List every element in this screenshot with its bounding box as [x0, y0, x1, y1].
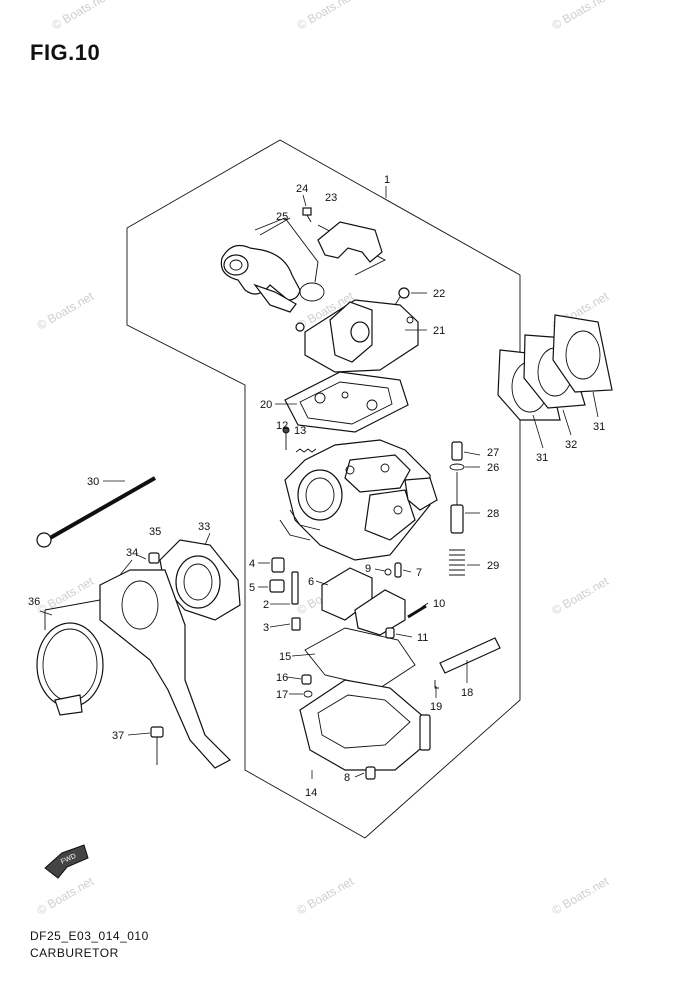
callout-22: 22: [433, 288, 445, 300]
callout-8: 8: [344, 772, 350, 784]
callout-15: 15: [279, 651, 291, 663]
callout-21: 21: [433, 325, 445, 337]
callout-3: 3: [263, 622, 269, 634]
float-half-part: [354, 589, 406, 636]
screw-24-part: [302, 207, 312, 223]
screw-12-part: [282, 426, 290, 450]
callout-25: 25: [276, 211, 288, 223]
watermark: © Boats.net: [35, 289, 97, 333]
drawing-code: DF25_E03_014_010: [30, 929, 149, 943]
callout-30: 30: [87, 476, 99, 488]
body-flange-edge: [279, 519, 311, 541]
callout-12: 12: [276, 420, 288, 432]
callout-20: 20: [260, 399, 272, 411]
figure-title: FIG.10: [30, 40, 101, 65]
fwd-arrow-icon: FWD: [44, 844, 89, 879]
screw-8-part: [365, 766, 376, 780]
carburetor-assembly-outline: [126, 139, 521, 839]
callout-11: 11: [417, 632, 428, 644]
callout-34: 34: [126, 547, 138, 559]
callout-35: 35: [149, 526, 161, 538]
callout-28: 28: [487, 508, 499, 520]
callout-labels: 1 2 3 4 5 6 7 8 9 10 11 12 13 14 15 16 1…: [28, 174, 605, 799]
callout-6: 6: [308, 576, 314, 588]
screw-22-part: [394, 287, 410, 306]
grommet-35-part: [148, 552, 160, 564]
clip-19-part: [434, 680, 439, 689]
callout-27: 27: [487, 447, 499, 459]
lever-bracket: [254, 217, 319, 283]
gasket-20-part: [284, 371, 409, 433]
needle-valve-group: [449, 441, 465, 576]
callout-31-a: 31: [536, 452, 548, 464]
watermark: © Boats.net: [35, 874, 97, 918]
callout-24: 24: [296, 183, 308, 195]
hose-18-part: [439, 637, 501, 674]
carburetor-body-part: [284, 439, 438, 561]
watermark: © Boats.net: [550, 874, 612, 918]
pin-10-part: [407, 604, 427, 619]
callout-9: 9: [365, 563, 371, 575]
callout-18: 18: [461, 687, 473, 699]
upper-housing-part: [295, 299, 419, 373]
callout-10: 10: [433, 598, 445, 610]
callout-31-b: 31: [593, 421, 605, 433]
callout-13: 13: [294, 425, 306, 437]
callout-2: 2: [263, 599, 269, 611]
watermark: © Boats.net: [295, 874, 357, 918]
callout-29: 29: [487, 560, 499, 572]
drawing-name: CARBURETOR: [30, 946, 119, 960]
watermark: © Boats.net: [550, 0, 612, 33]
callout-7: 7: [416, 567, 422, 579]
watermark: © Boats.net: [550, 574, 612, 618]
cap-part: [317, 221, 383, 263]
callout-17: 17: [276, 689, 288, 701]
flange-gaskets-part: [497, 314, 613, 421]
silencer-bracket-34-part: [44, 569, 231, 769]
callout-1: 1: [384, 174, 390, 186]
watermark: © Boats.net: [295, 0, 357, 33]
watermark: © Boats.net: [35, 574, 97, 618]
callout-14: 14: [305, 787, 317, 799]
intake-flange-33-part: [159, 539, 241, 621]
screw-11-part: [385, 627, 395, 639]
callout-4: 4: [249, 558, 255, 570]
callout-37: 37: [112, 730, 124, 742]
bowl-gasket-15-part: [304, 627, 416, 689]
clamp-ring-36-part: [36, 622, 104, 716]
callout-32: 32: [565, 439, 577, 451]
callout-16: 16: [276, 672, 288, 684]
bolt-37-part: [150, 726, 164, 765]
callout-23: 23: [325, 192, 337, 204]
needle-9-7-part: [384, 562, 402, 578]
jet-group: [269, 557, 301, 631]
callout-36: 36: [28, 596, 40, 608]
callout-26: 26: [487, 462, 499, 474]
callout-5: 5: [249, 582, 255, 594]
drain-screw-16-17-part: [301, 674, 313, 698]
callout-19: 19: [430, 701, 442, 713]
watermark: © Boats.net: [50, 0, 112, 33]
throttle-lever-part: [220, 245, 325, 313]
float-bowl-14-part: [299, 679, 431, 771]
callout-33: 33: [198, 521, 210, 533]
bolt-30-part: [36, 476, 156, 548]
spring-13-part: [295, 448, 317, 453]
leader-lines: [39, 186, 599, 779]
